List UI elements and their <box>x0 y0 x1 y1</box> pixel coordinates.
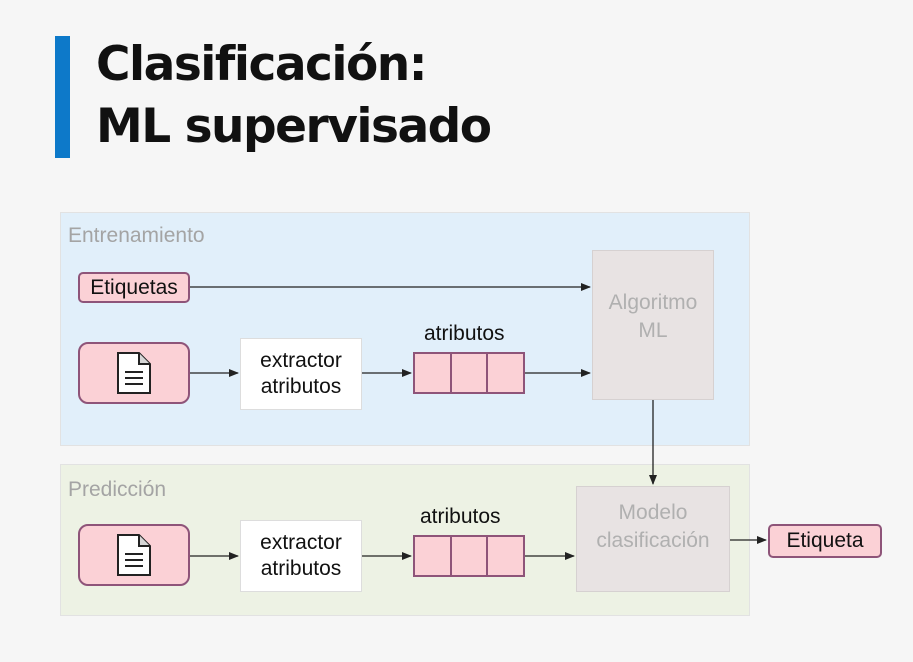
feature-cell <box>452 537 489 575</box>
algorithm-line-1: Algoritmo <box>608 291 698 314</box>
extractor-line-1: extractor <box>260 531 342 554</box>
algorithm-line-2: ML <box>638 319 668 342</box>
feature-cell <box>452 354 489 392</box>
prediction-features-label: atributos <box>420 505 501 528</box>
extractor-line-2: atributos <box>260 375 342 398</box>
training-feature-extractor: extractor atributos <box>240 338 362 410</box>
training-panel-label: Entrenamiento <box>68 224 205 247</box>
prediction-panel-label: Predicción <box>68 478 167 501</box>
title-line-2: ML supervisado <box>96 99 492 154</box>
ml-algorithm-box: Algoritmo ML <box>592 250 714 400</box>
document-icon <box>117 352 151 394</box>
model-line-2: clasificación <box>596 529 710 552</box>
prediction-feature-vector <box>413 535 525 577</box>
model-line-1: Modelo <box>618 501 688 524</box>
prediction-document-box <box>78 524 190 586</box>
extractor-line-2: atributos <box>260 557 342 580</box>
training-document-box <box>78 342 190 404</box>
document-icon <box>117 534 151 576</box>
training-feature-vector <box>413 352 525 394</box>
prediction-feature-extractor: extractor atributos <box>240 520 362 592</box>
page-title: Clasificación: ML supervisado <box>96 34 492 158</box>
output-label-box: Etiqueta <box>768 524 882 558</box>
title-line-1: Clasificación: <box>96 37 428 92</box>
feature-cell <box>415 354 452 392</box>
classification-model-box: Modelo clasificación <box>576 486 730 592</box>
training-features-label: atributos <box>424 322 505 345</box>
labels-box: Etiquetas <box>78 272 190 303</box>
title-accent-bar <box>55 36 70 158</box>
extractor-line-1: extractor <box>260 349 342 372</box>
feature-cell <box>415 537 452 575</box>
